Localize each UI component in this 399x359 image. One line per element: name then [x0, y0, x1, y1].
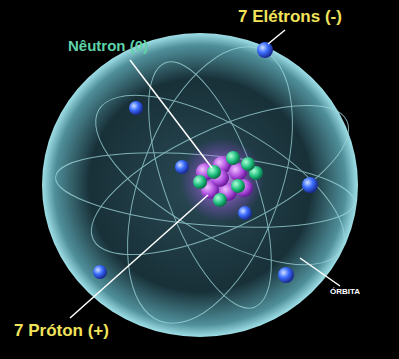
orbit-label: ÓRBITA [330, 288, 360, 297]
atom-sphere [42, 33, 358, 337]
leader-lines [70, 30, 340, 318]
neutron-label: Nêutron (0) [68, 38, 148, 55]
electrons [93, 42, 318, 283]
proton-label: 7 Próton (+) [14, 322, 109, 341]
orbit-lines [53, 25, 369, 345]
electron-label: 7 Elétrons (-) [238, 8, 342, 27]
